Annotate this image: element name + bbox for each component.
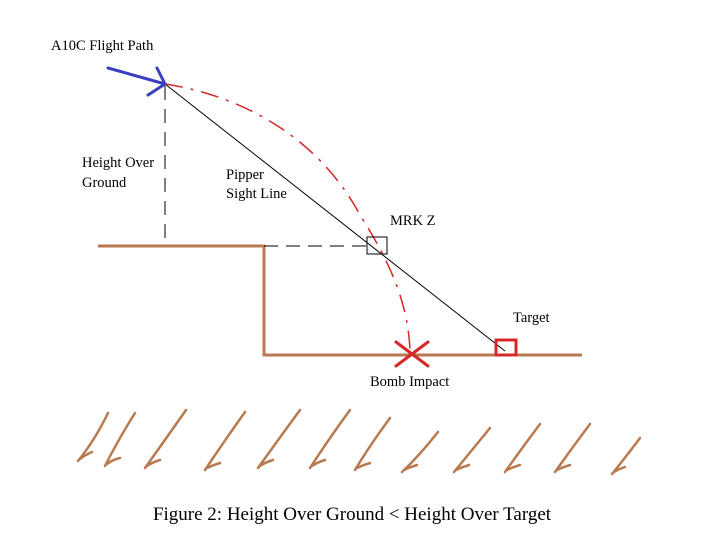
target-label: Target [513,310,550,326]
target-marker-icon [494,338,518,357]
pipper-label-line1: Pipper [226,167,264,183]
bomb-impact-label: Bomb Impact [370,374,449,390]
bomb-trajectory [164,83,411,351]
flight-path-label: A10C Flight Path [51,38,154,54]
terrain-profile [98,244,582,357]
mrk-z-label: MRK Z [390,213,436,229]
pipper-label-line2: Sight Line [226,186,287,202]
height-over-ground-label-line1: Height Over [82,155,154,171]
figure-caption: Figure 2: Height Over Ground < Height Ov… [153,504,552,525]
x-marker-icon [394,340,430,368]
arrow-icon [106,66,167,97]
height-over-ground-label-line2: Ground [82,175,127,191]
pipper-sight-line [164,83,506,352]
square-marker-icon [366,236,388,255]
ground-hatching [76,408,642,476]
